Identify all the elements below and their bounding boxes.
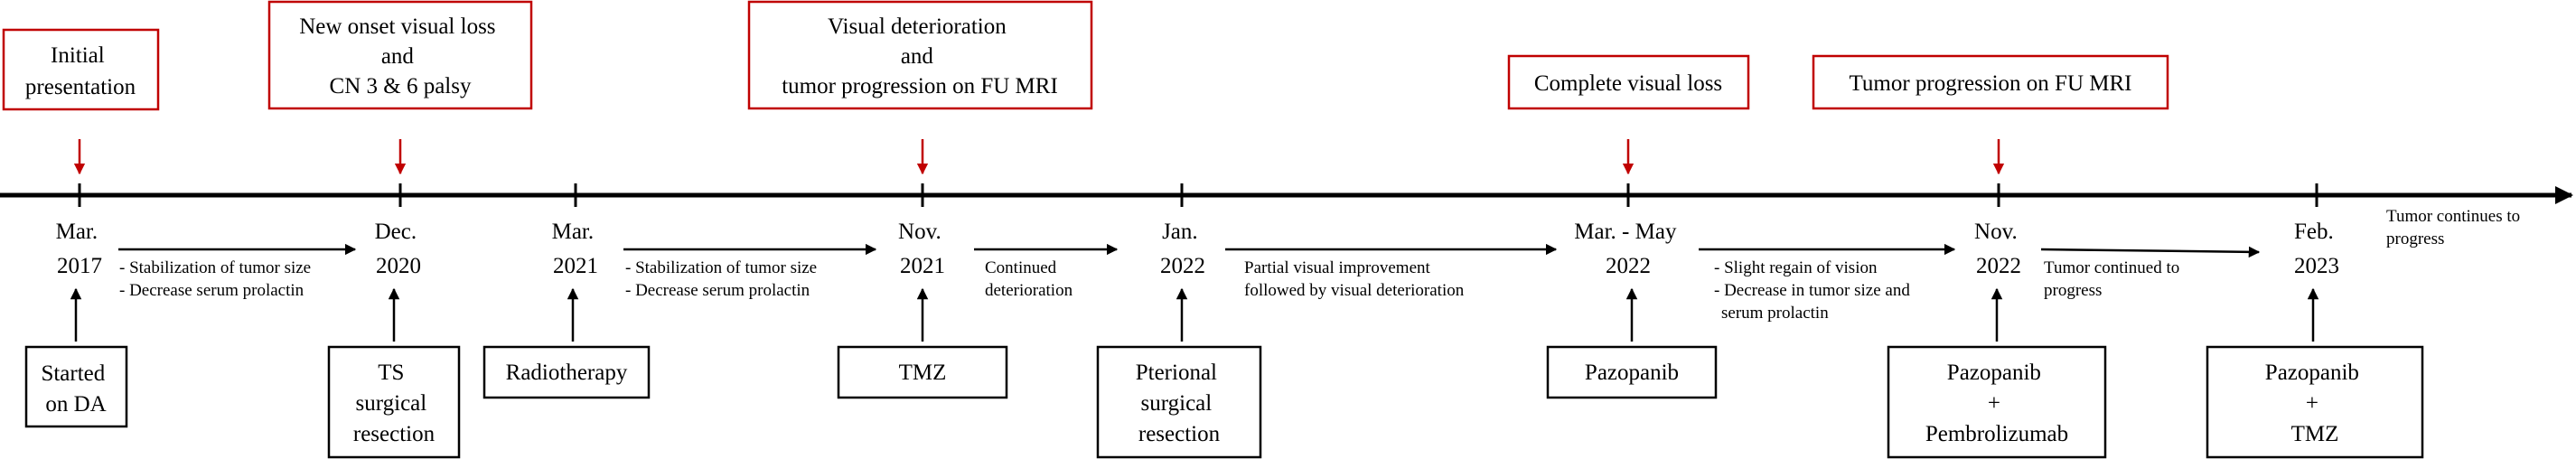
interval-arrows	[118, 243, 2261, 258]
treatment-label-tmz: TMZ	[899, 361, 947, 385]
event-label-new-onset-visual-loss: New onset visual loss and CN 3 & 6 palsy	[299, 14, 501, 98]
event-arrows	[73, 139, 2005, 175]
event-box-visual-deterioration	[747, 0, 1093, 110]
treatment-label-ts-surgical-resection: TS surgical resection	[353, 361, 436, 446]
date-label-nov-2021: Nov. 2021	[898, 220, 947, 278]
treatment-label-pazopanib: Pazopanib	[1585, 361, 1679, 385]
treatment-box-radiotherapy	[482, 345, 651, 399]
date-label-mar-2021: Mar. 2021	[552, 220, 600, 278]
note-stabilization-1: - Stabilization of tumor size - Decrease…	[119, 258, 315, 300]
date-label-mar-2017: Mar. 2017	[56, 220, 104, 278]
event-label-complete-visual-loss: Complete visual loss	[1534, 71, 1722, 96]
treatment-label-radiotherapy: Radiotherapy	[506, 361, 628, 385]
date-label-mar-may-2022: Mar. - May 2022	[1574, 220, 1681, 278]
event-box-complete-visual-loss	[1507, 54, 1750, 110]
date-label-jan-2022: Jan. 2022	[1160, 220, 1205, 278]
event-box-initial-presentation	[2, 28, 160, 111]
event-label-visual-deterioration: Visual deterioration and tumor progressi…	[782, 14, 1058, 98]
treatment-box-ts-surgical-resection	[327, 345, 461, 459]
treatment-boxes	[24, 345, 2424, 459]
note-slight-regain: - Slight regain of vision - Decrease in …	[1714, 258, 1915, 323]
treatment-box-pterional-surgical-resection	[1096, 345, 1262, 459]
date-label-nov-2022: Nov. 2022	[1974, 220, 2023, 278]
treatment-box-pazopanib-tmz	[2206, 345, 2424, 459]
interval-arrow	[2040, 246, 2261, 258]
treatment-label-pazopanib-pembrolizumab: Pazopanib + Pembrolizumab	[1925, 361, 2068, 446]
event-box-tumor-progression	[1812, 54, 2169, 110]
treatment-box-tmz	[837, 345, 1008, 399]
event-label-tumor-progression: Tumor progression on FU MRI	[1849, 71, 2131, 96]
note-stabilization-2: - Stabilization of tumor size - Decrease…	[625, 258, 821, 300]
event-boxes	[2, 0, 2169, 111]
note-continued-deterioration: Continued deterioration	[985, 258, 1073, 300]
note-tumor-continues: Tumor continues to progress	[2386, 207, 2524, 248]
note-partial-improvement: Partial visual improvement followed by v…	[1244, 258, 1465, 300]
note-tumor-continued: Tumor continued to progress	[2044, 258, 2184, 300]
treatment-arrows	[70, 287, 2319, 342]
date-label-dec-2020: Dec. 2020	[375, 220, 423, 278]
treatment-label-pterional-surgical-resection: Pterional surgical resection	[1136, 361, 1223, 446]
date-label-feb-2023: Feb. 2023	[2294, 220, 2339, 278]
treatment-box-pazopanib	[1546, 345, 1718, 399]
treatment-box-pazopanib-pembrolizumab	[1887, 345, 2107, 459]
event-box-new-onset-visual-loss	[267, 0, 533, 110]
tick-marks	[78, 183, 2318, 207]
treatment-label-started-on-da: Started on DA	[41, 361, 110, 417]
treatment-box-started-on-da	[24, 345, 128, 428]
event-label-initial-presentation: Initial presentation	[25, 43, 136, 99]
treatment-label-pazopanib-tmz: Pazopanib + TMZ	[2265, 361, 2365, 446]
